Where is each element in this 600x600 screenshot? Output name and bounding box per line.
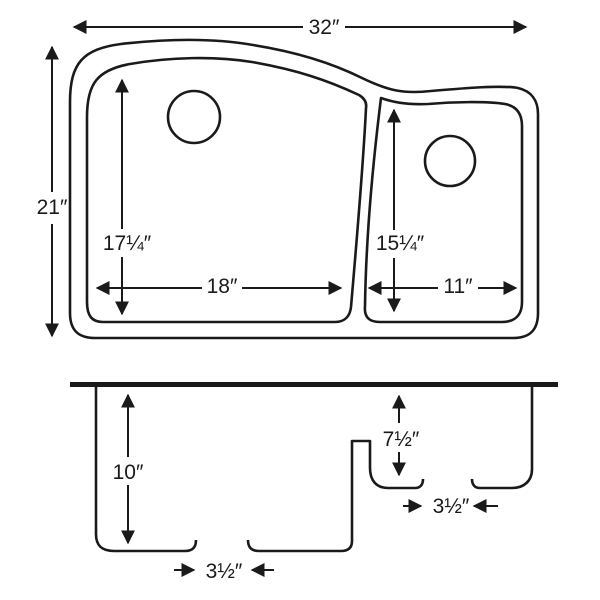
- left-bowl-profile: [94, 387, 198, 553]
- dim-overall-depth: 21″: [37, 45, 68, 338]
- dim-right-bowl-height: 7½″: [383, 394, 420, 477]
- dim-right-bowl-depth: 15¼″: [376, 108, 425, 313]
- right-bowl-width-label: 11″: [443, 275, 473, 298]
- dim-left-bowl-width: 18″: [95, 275, 343, 298]
- dim-left-drain: 3½″: [174, 560, 274, 583]
- dim-right-drain: 3½″: [403, 495, 498, 518]
- top-view: 32″ 21″ 17¼″ 18″ 15¼″: [37, 16, 540, 340]
- side-view: 10″ 7½″ 3½″ 3½″: [70, 382, 558, 583]
- countertop-line: [70, 382, 558, 387]
- left-bowl-depth-label: 17¼″: [103, 232, 152, 255]
- right-bowl-drain-hole: [423, 134, 477, 188]
- overall-width-label: 32″: [309, 16, 340, 39]
- left-bowl-width-label: 18″: [207, 275, 238, 298]
- left-drain-label: 3½″: [206, 560, 243, 583]
- dim-left-bowl-depth: 17¼″: [103, 78, 152, 316]
- right-bowl-edge: [363, 96, 524, 324]
- divider-profile: [246, 439, 425, 553]
- dim-right-bowl-width: 11″: [367, 275, 518, 298]
- dim-left-bowl-height: 10″: [113, 393, 144, 545]
- right-drain-label: 3½″: [433, 495, 470, 518]
- left-bowl-drain-hole: [166, 89, 222, 145]
- dim-overall-width: 32″: [72, 16, 528, 39]
- left-bowl-height-label: 10″: [113, 461, 144, 484]
- right-bowl-profile: [470, 387, 534, 490]
- overall-depth-label: 21″: [37, 196, 68, 219]
- left-bowl-edge: [85, 56, 368, 324]
- sink-outer-rim: [68, 38, 540, 340]
- right-bowl-depth-label: 15¼″: [376, 232, 425, 255]
- right-bowl-height-label: 7½″: [383, 428, 420, 451]
